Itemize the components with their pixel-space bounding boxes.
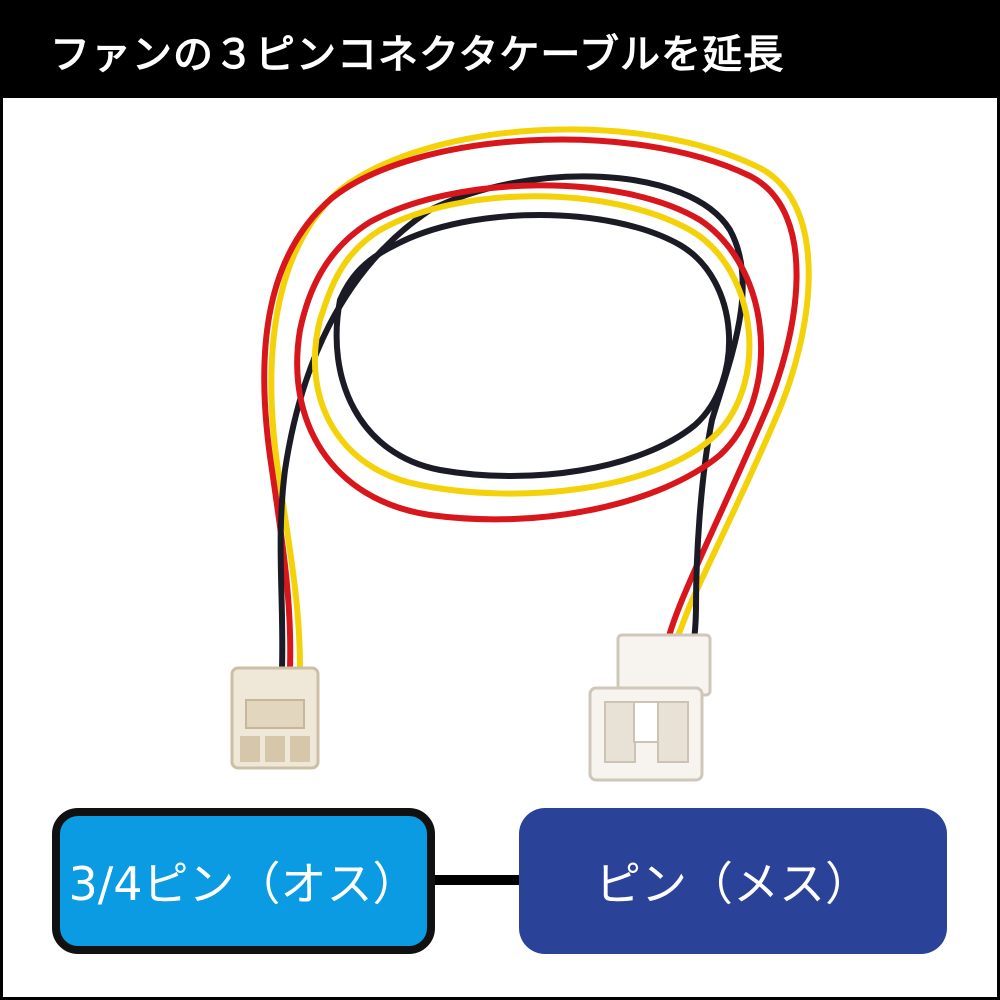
fan-extension-cable-image [0,98,1000,798]
label-connector-line [430,875,525,885]
black-inner-loop [333,212,733,480]
page-title: ファンの３ピンコネクタケーブルを延長 [50,32,784,78]
male-connector-label: 3/4ピン（オス） [52,808,435,954]
female-connector-label: ピン（メス） [519,808,947,954]
small-connector-left [230,666,320,770]
large-connector-right [588,633,712,782]
male-label-text: 3/4ピン（オス） [68,857,419,911]
title-bar: ファンの３ピンコネクタケーブルを延長 [0,0,1000,98]
yellow-wire [268,126,812,671]
red-wire [261,136,800,671]
cable-illustration [230,126,812,782]
female-label-text: ピン（メス） [595,857,871,911]
black-wire [277,173,746,671]
yellow-inner-loop [311,193,753,497]
red-inner-loop [294,182,765,523]
